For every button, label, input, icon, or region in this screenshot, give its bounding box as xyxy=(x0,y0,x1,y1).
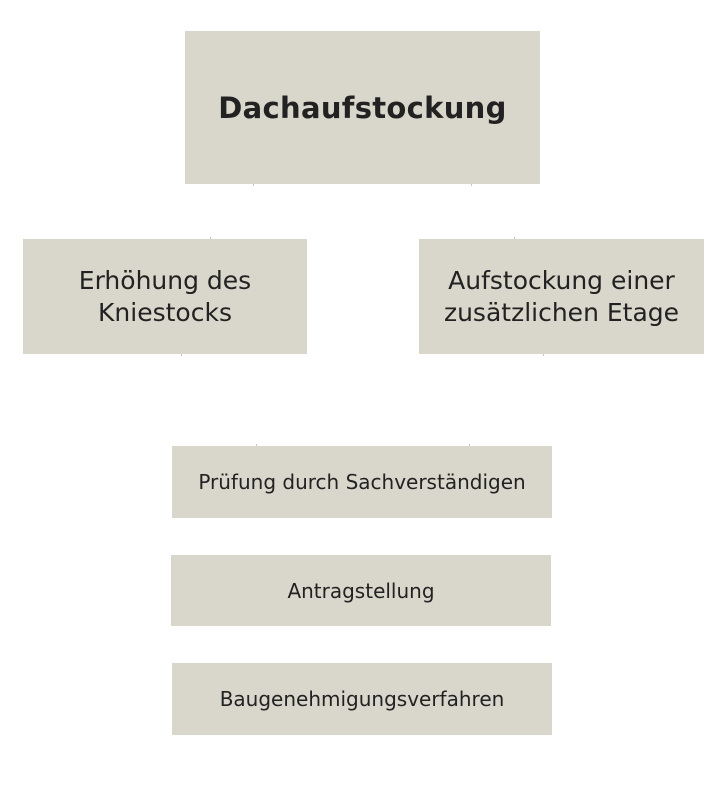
connector-stub xyxy=(471,184,472,186)
option-node-label: Aufstockung einer zusätzlichen Etage xyxy=(443,265,680,327)
step-node-label: Baugenehmigungsverfahren xyxy=(219,687,505,711)
connector-stub xyxy=(181,354,182,356)
option-node-kniestock: Erhöhung des Kniestocks xyxy=(23,239,307,354)
root-node: Dachaufstockung xyxy=(185,31,540,184)
option-node-label: Erhöhung des Kniestocks xyxy=(78,265,252,327)
step-node-label: Prüfung durch Sachverständigen xyxy=(198,470,526,494)
step-node-baugenehmigung: Baugenehmigungsverfahren xyxy=(172,663,552,735)
step-node-pruefung: Prüfung durch Sachverständigen xyxy=(172,446,552,518)
connector-stub xyxy=(253,184,254,186)
connector-stub xyxy=(514,237,515,239)
connector-stub xyxy=(469,444,470,446)
step-node-label: Antragstellung xyxy=(287,578,435,603)
option-node-etage: Aufstockung einer zusätzlichen Etage xyxy=(419,239,704,354)
connector-stub xyxy=(256,444,257,446)
connector-stub xyxy=(210,237,211,239)
connector-stub xyxy=(543,354,544,356)
step-node-antrag: Antragstellung xyxy=(171,555,551,626)
root-node-label: Dachaufstockung xyxy=(218,90,507,125)
